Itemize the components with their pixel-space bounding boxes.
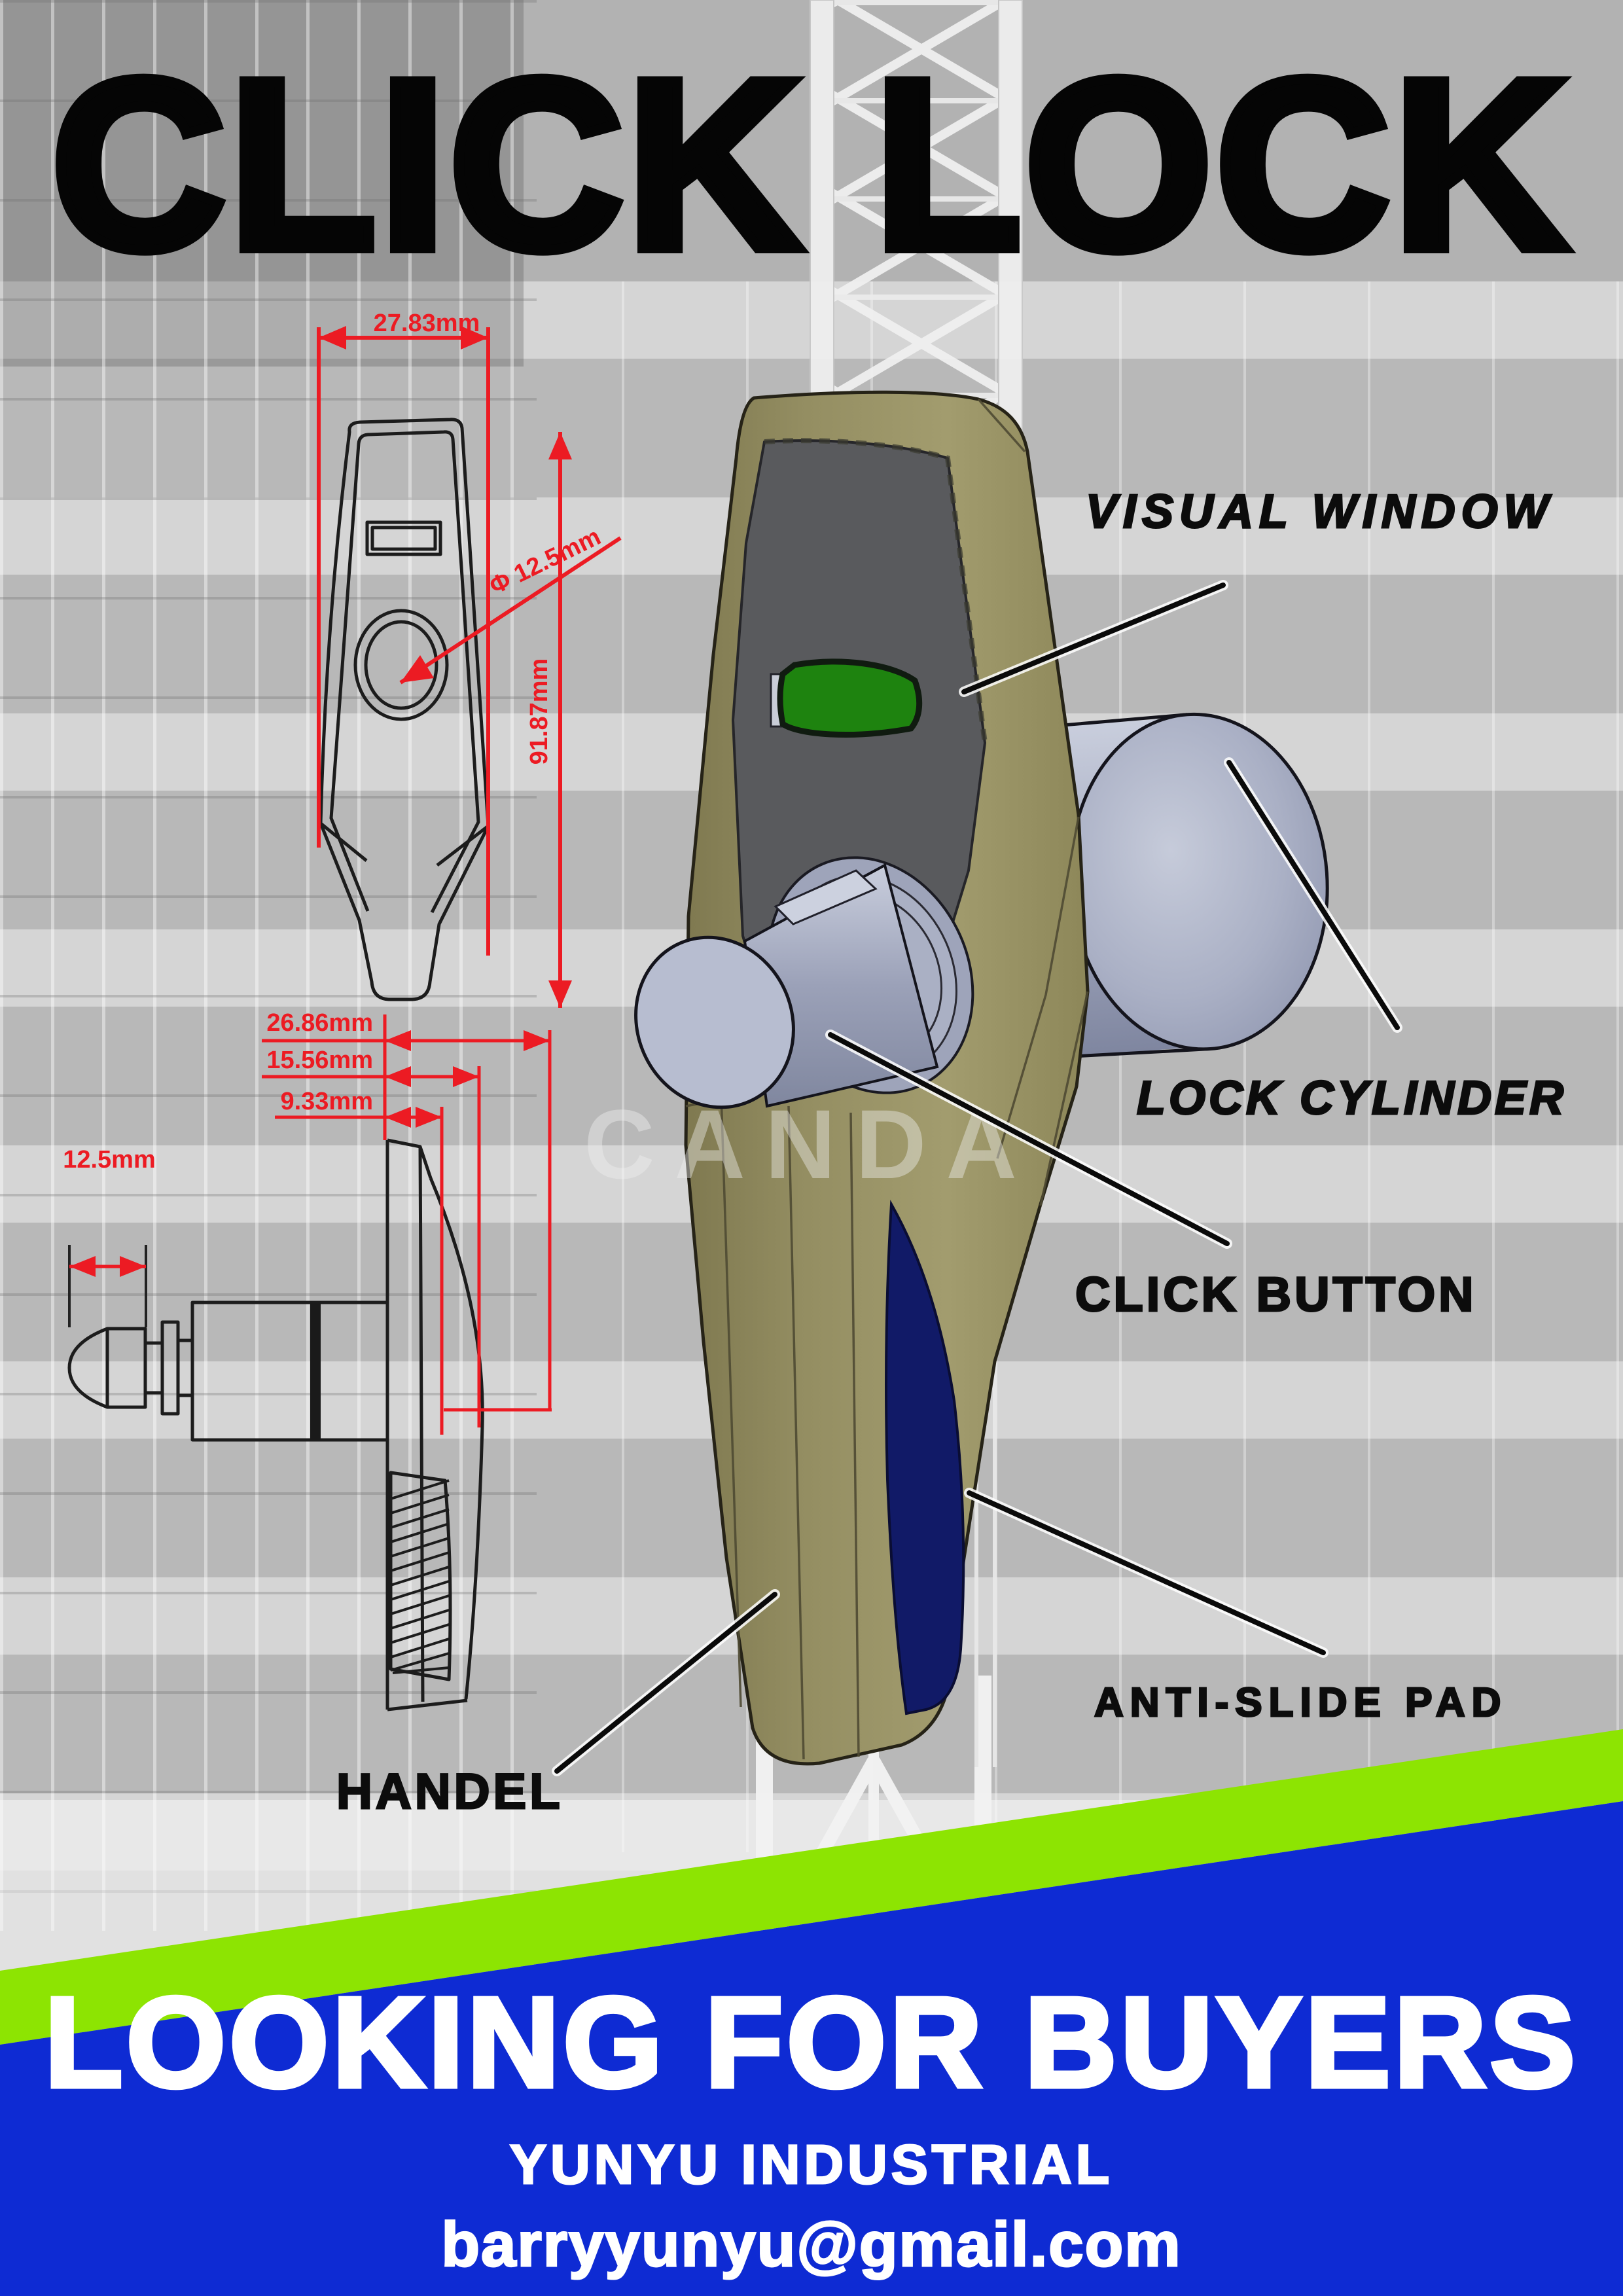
handle-plate: [385, 1138, 484, 1712]
front-view-dimensions: [317, 326, 622, 1008]
click-button-keyslot: [774, 869, 878, 925]
anti-slide-pad-shape: [885, 1200, 965, 1715]
blue-banner: [0, 1801, 1623, 2296]
dim-cam-length: 12.5mm: [63, 1146, 156, 1174]
dim-side-total: 26.86mm: [266, 1009, 373, 1037]
watermark-text: CANDA: [584, 1089, 1037, 1199]
visual-window-shape: [777, 658, 923, 738]
poster-title: CLICK LOCK: [46, 29, 1573, 300]
green-stripe: [0, 1729, 1623, 2045]
front-hole-outer: [353, 609, 449, 721]
label-click-button: CLICK BUTTON: [1075, 1267, 1477, 1321]
label-visual-window: VISUAL WINDOW: [1085, 486, 1554, 538]
callout-line-lock-cylinder: [1226, 760, 1400, 1030]
callout-line-anti-slide-pad: [967, 1490, 1326, 1655]
label-lock-cylinder: LOCK CYLINDER: [1136, 1072, 1567, 1124]
banner-email: barryyunyu@gmail.com: [440, 2210, 1182, 2280]
callout-line-visual-window: [961, 583, 1226, 694]
grip-pad-hatch: [390, 1479, 450, 1674]
dim-front-width: 27.83mm: [373, 310, 480, 337]
front-hole-inner: [364, 620, 438, 710]
grip-pad-outline: [389, 1471, 452, 1681]
front-outline: [319, 418, 490, 1001]
click-button-cap: [634, 935, 795, 1109]
label-handel: HANDEL: [336, 1764, 563, 1820]
callout-line-handel: [554, 1592, 777, 1774]
dim-side-mid: 15.56mm: [266, 1047, 373, 1074]
banner-company: YUNYU INDUSTRIAL: [508, 2134, 1114, 2195]
label-anti-slide-pad: ANTI-SLIDE PAD: [1093, 1680, 1508, 1725]
front-facets: [319, 822, 490, 867]
dim-front-height: 91.87mm: [526, 658, 553, 765]
front-inner-outline: [329, 430, 480, 914]
banner-headline: LOOKING FOR BUYERS: [42, 1971, 1579, 2114]
side-view-drawing: [67, 1138, 484, 1712]
cam-extension-lines: [68, 1245, 147, 1327]
cam-bullet: [67, 1327, 147, 1409]
callout-line-click-button: [828, 1032, 1230, 1246]
scaffold-horizontal-poles: [0, 0, 537, 1931]
front-view-drawing: [319, 418, 490, 1001]
front-slot-outer: [365, 520, 442, 556]
lock-3d-model: [634, 390, 1329, 1766]
callout-lines: [552, 580, 1402, 1776]
front-slot-inner: [370, 526, 437, 551]
dim-side-small: 9.33mm: [280, 1088, 373, 1115]
side-view-dimensions: [69, 1014, 552, 1435]
